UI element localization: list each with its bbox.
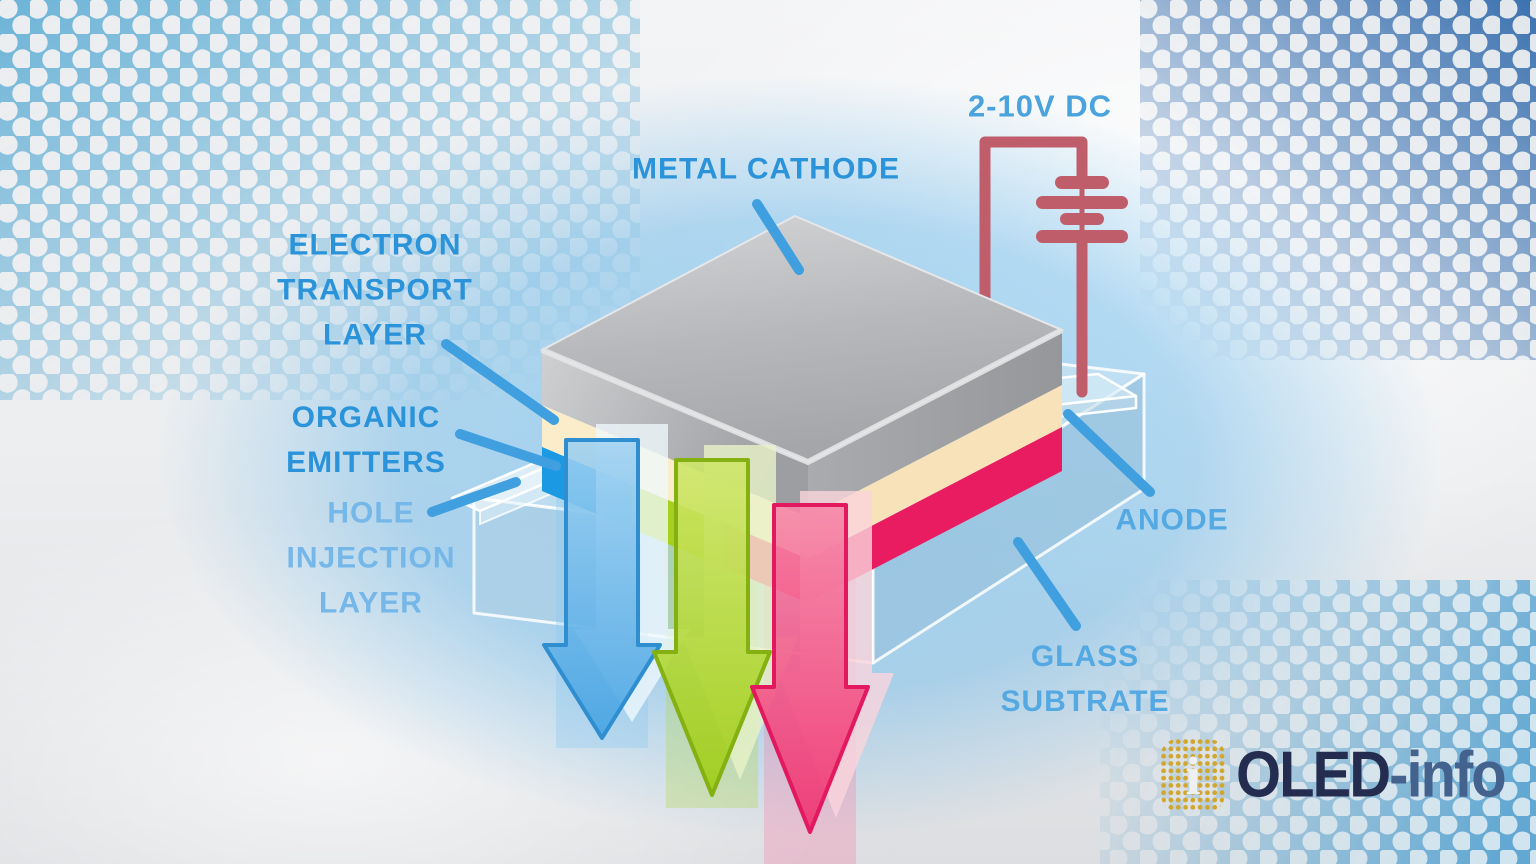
info-icon-letter: i	[1185, 746, 1200, 806]
honeycomb-top-left	[0, 0, 640, 400]
voltage-label: 2-10V DC	[967, 88, 1113, 124]
glass-substrate-label: GLASS SUBTRATE	[1000, 640, 1170, 718]
logo-suffix-text: -info	[1389, 738, 1507, 811]
battery-icon	[1036, 176, 1128, 243]
pointer-glass-substrate	[1013, 537, 1081, 631]
pointer-anode	[1063, 409, 1155, 497]
light-arrows	[542, 424, 894, 834]
info-icon: i	[1161, 739, 1225, 811]
pointer-organic-emitters	[455, 429, 561, 471]
organic-emitters-label: ORGANIC EMITTERS	[286, 401, 446, 479]
blue-arrow-front-face	[542, 438, 662, 740]
pointer-lines	[427, 199, 1155, 631]
logo-brand-text: OLED	[1236, 738, 1391, 811]
pointer-electron-transport-layer	[441, 339, 559, 425]
logo-wordmark: OLED-info	[1236, 742, 1507, 808]
info-icon-dot-square	[1161, 739, 1225, 811]
honeycomb-top-right	[1140, 0, 1536, 360]
honeycomb-bottom-right	[1100, 580, 1536, 864]
oled-info-logo: i OLED-info	[1160, 738, 1507, 812]
cathode-right-face	[808, 330, 1062, 517]
electron-transport-layer-label: ELECTRON TRANSPORT LAYER	[277, 228, 473, 352]
red-arrow-front-face	[750, 503, 870, 834]
blue-light-arrow	[542, 424, 690, 740]
anode-label: ANODE	[1115, 503, 1229, 537]
hole-injection-layer-label: HOLE INJECTION LAYER	[286, 496, 456, 620]
green-arrow-front-face	[652, 458, 772, 797]
cathode-bevel-highlight	[540, 327, 1064, 465]
pointer-hole-injection-layer	[427, 477, 521, 517]
pointer-metal-cathode	[752, 199, 804, 275]
red-light-arrow	[750, 491, 894, 834]
circuit	[979, 136, 1128, 398]
metal-cathode-label: METAL CATHODE	[632, 152, 900, 186]
circuit-wire-top	[979, 136, 1088, 306]
